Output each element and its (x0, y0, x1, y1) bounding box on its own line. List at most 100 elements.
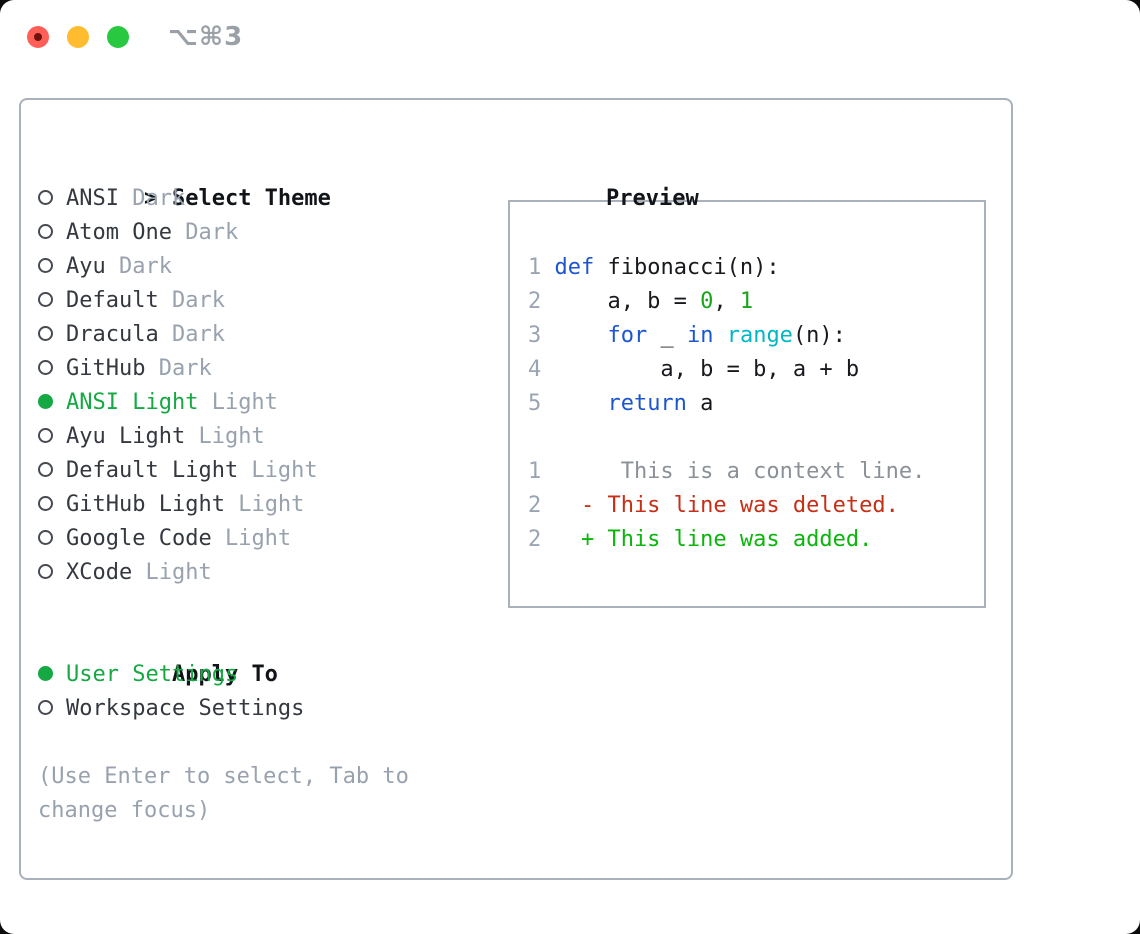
code-line: 3 for _ in range(n): (528, 319, 984, 353)
radio-icon (38, 700, 53, 715)
code-segment (713, 323, 726, 348)
theme-item-variant: Dark (105, 254, 172, 279)
theme-item[interactable]: GitHub Dark (38, 352, 488, 386)
line-number: 2 (528, 289, 542, 314)
theme-item-variant: Light (198, 390, 278, 415)
radio-icon (38, 496, 53, 511)
code-segment: for (607, 323, 648, 348)
theme-item[interactable]: ANSI Dark (38, 182, 488, 216)
close-button[interactable] (27, 26, 49, 48)
select-theme-header: > Select Theme (38, 148, 488, 211)
code-segment: 1 (739, 289, 754, 314)
code-segment: + This line was added. (554, 527, 873, 552)
theme-item-variant: Light (185, 424, 265, 449)
theme-item[interactable]: Ayu Light Light (38, 420, 488, 454)
line-number: 5 (528, 391, 542, 416)
line-number: 1 (528, 255, 542, 280)
zoom-button[interactable] (107, 26, 129, 48)
code-segment (554, 323, 607, 348)
code-segment: 0 (700, 289, 714, 314)
help-text-line: (Use Enter to select, Tab to (38, 764, 409, 789)
line-number: 2 (528, 493, 542, 518)
theme-item[interactable]: XCode Light (38, 556, 488, 590)
line-number: 1 (528, 459, 542, 484)
code-segment: def (554, 255, 595, 280)
apply-to-option[interactable]: User Settings (38, 658, 488, 692)
theme-item[interactable]: Google Code Light (38, 522, 488, 556)
theme-item-variant: Dark (158, 288, 225, 313)
theme-item-name: GitHub Light (66, 492, 225, 517)
theme-item-name: Ayu (66, 254, 106, 279)
code-segment (554, 391, 607, 416)
theme-item-variant: Dark (171, 220, 239, 245)
preview-header-label: Preview (605, 186, 699, 211)
code-segment: a, b = b, a + b (554, 357, 860, 382)
theme-item[interactable]: Default Dark (38, 284, 488, 318)
code-segment: This is a context line. (554, 459, 926, 484)
theme-item-name: ANSI Light (66, 390, 199, 415)
code-segment: a, b = (554, 289, 701, 314)
line-number: 3 (528, 323, 542, 348)
radio-icon (38, 428, 53, 443)
code-segment: fibonacci(n): (594, 255, 780, 280)
code-line: 4 a, b = b, a + b (528, 353, 984, 387)
theme-item-name: Google Code (66, 526, 212, 551)
code-line: 2 a, b = 0, 1 (528, 285, 984, 319)
apply-to-option-label: User Settings (66, 662, 239, 687)
apply-to-header-label: Apply To (171, 662, 278, 687)
theme-item[interactable]: Default Light Light (38, 454, 488, 488)
radio-icon (38, 258, 53, 273)
theme-item-name: Default (66, 288, 159, 313)
code-line: 1 def fibonacci(n): (528, 251, 984, 285)
code-line: 5 return a (528, 387, 984, 421)
theme-item-name: XCode (66, 560, 133, 585)
theme-item-name: Default Light (66, 458, 239, 483)
theme-item-variant: Light (211, 526, 292, 551)
theme-item[interactable]: GitHub Light Light (38, 488, 488, 522)
spacer-row (38, 726, 488, 760)
line-number: 4 (528, 357, 542, 382)
theme-item[interactable]: Atom One Dark (38, 216, 488, 250)
code-line: 2 - This line was deleted. (528, 489, 984, 523)
minimize-button[interactable] (67, 26, 89, 48)
radio-icon (38, 462, 53, 477)
preview-header: Preview (500, 148, 986, 211)
code-segment: (n): (792, 323, 846, 348)
theme-item-name: Ayu Light (66, 424, 186, 449)
radio-icon (38, 530, 53, 545)
code-segment: range (726, 323, 793, 348)
spacer-row (38, 590, 488, 624)
theme-item[interactable]: Ayu Dark (38, 250, 488, 284)
radio-icon (38, 394, 53, 409)
theme-item-name: ANSI (66, 186, 119, 211)
select-theme-header-label: Select Theme (171, 186, 331, 211)
window-title: ⌥⌘3 (168, 22, 244, 52)
focus-caret-icon: > (143, 186, 158, 211)
theme-item[interactable]: Dracula Dark (38, 318, 488, 352)
code-segment: a (686, 391, 714, 416)
theme-item-name: GitHub (66, 356, 146, 381)
radio-icon (38, 360, 53, 375)
apply-to-header: Apply To (38, 624, 488, 687)
radio-icon (38, 292, 53, 307)
radio-icon (38, 564, 53, 579)
radio-icon (38, 326, 53, 341)
theme-item[interactable]: ANSI Light Light (38, 386, 488, 420)
code-segment: in (686, 323, 714, 348)
theme-item-name: Dracula (66, 322, 159, 347)
line-number: 2 (528, 527, 542, 552)
titlebar: ⌥⌘3 (0, 0, 1140, 98)
code-segment: - This line was deleted. (554, 493, 899, 518)
apply-to-option-label: Workspace Settings (66, 696, 305, 721)
theme-item-variant: Light (238, 458, 318, 483)
apply-to-option[interactable]: Workspace Settings (38, 692, 488, 726)
code-line: 1 This is a context line. (528, 455, 984, 489)
code-segment: return (607, 391, 687, 416)
